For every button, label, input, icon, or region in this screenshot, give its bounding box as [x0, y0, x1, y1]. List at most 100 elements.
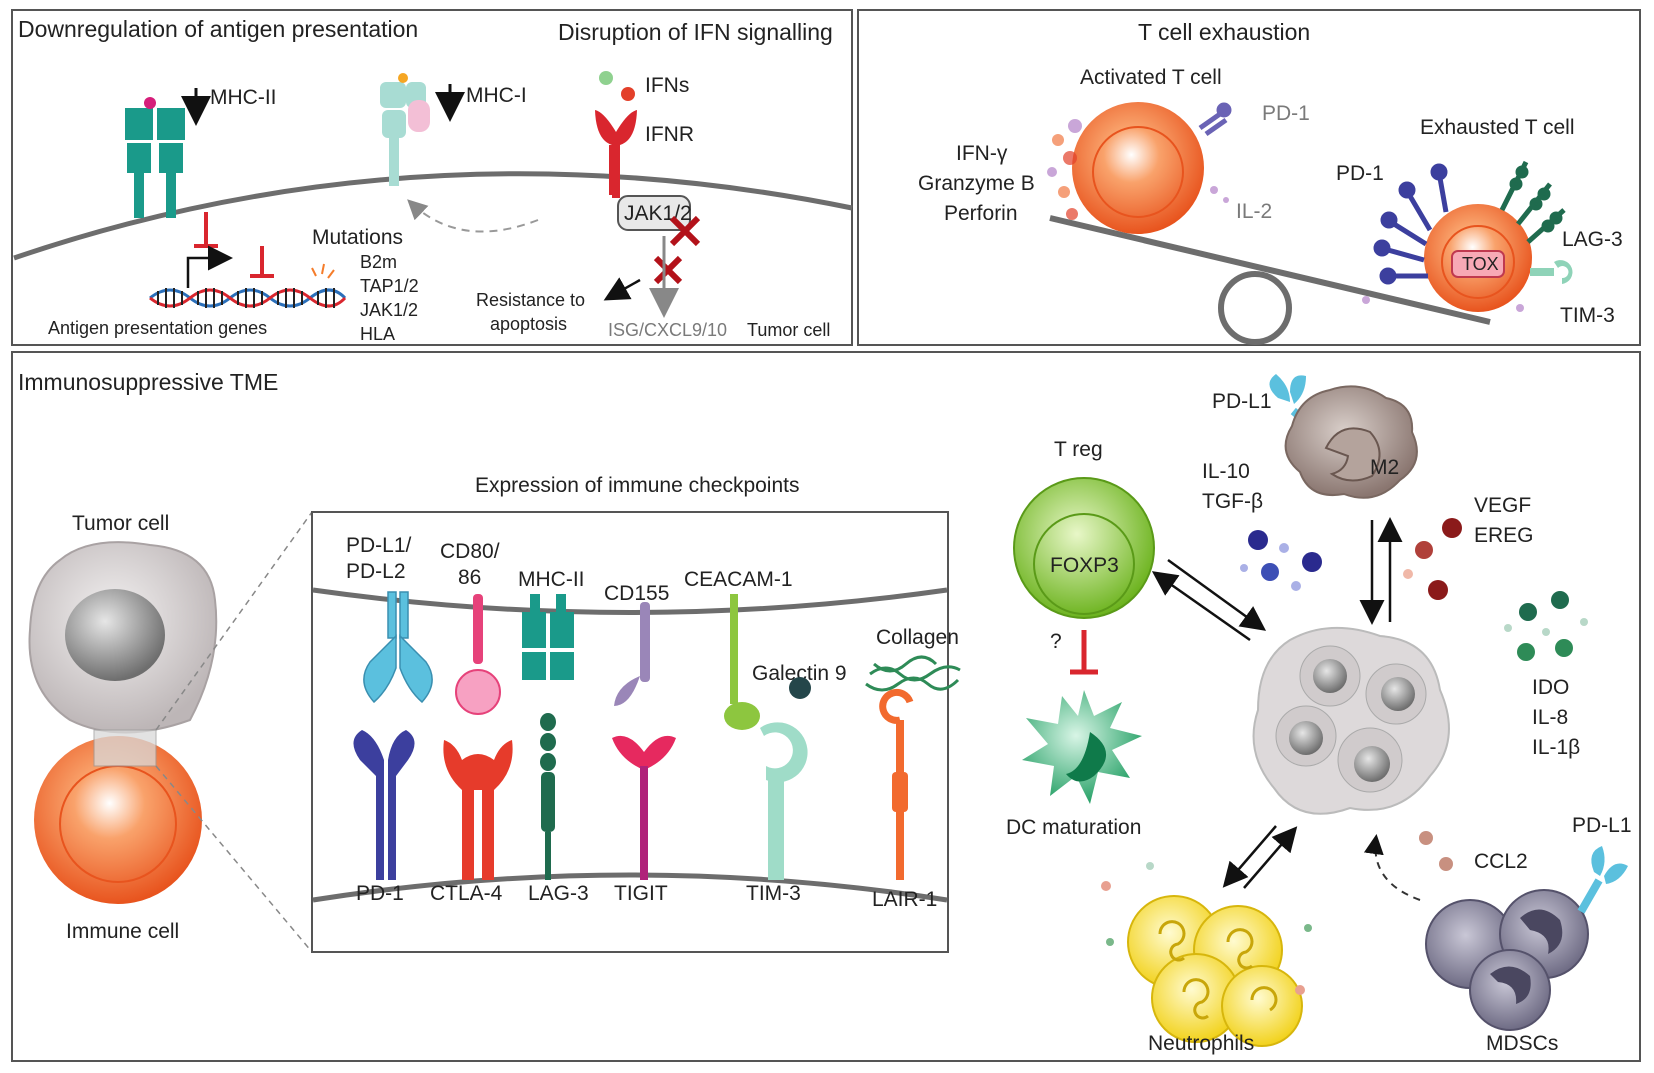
- immune-cell: [34, 736, 202, 904]
- pd1-receptor: [1198, 102, 1232, 137]
- label-dc: DC maturation: [1006, 816, 1141, 839]
- label-ifnr: IFNR: [645, 123, 694, 146]
- dendritic-cell: [1022, 690, 1142, 804]
- title-t-cell-exhaustion: T cell exhaustion: [1138, 19, 1310, 45]
- label-ereg: EREG: [1474, 524, 1534, 547]
- label-tim3: TIM-3: [1560, 304, 1615, 327]
- label-tox: TOX: [1462, 254, 1499, 274]
- label-lag3: LAG-3: [1562, 228, 1623, 251]
- arrow-treg-tumor: [1167, 558, 1267, 631]
- label-checkpoint-title: Expression of immune checkpoints: [475, 474, 800, 497]
- dna-helix: [149, 263, 347, 308]
- label-immune-cell: Immune cell: [66, 920, 179, 943]
- title-downregulation: Downregulation of antigen presentation: [18, 16, 418, 42]
- label-neutrophils: Neutrophils: [1148, 1032, 1254, 1055]
- tim3-receptor: [760, 722, 808, 880]
- mhc1-molecule: [380, 73, 430, 186]
- seesaw-pivot: [1218, 271, 1292, 345]
- cytokine-dots: [1240, 530, 1322, 591]
- zoom-line: [155, 765, 313, 953]
- label-il1b: IL-1β: [1532, 736, 1580, 759]
- cytokine-dot: [1362, 296, 1370, 304]
- panel-immunosuppressive-tme: Immunosuppressive TME Tumor cell Immune …: [11, 351, 1641, 1062]
- label-pd1: PD-1: [356, 882, 404, 905]
- label-ifns: IFNs: [645, 74, 689, 97]
- label-tigit: TIGIT: [614, 882, 668, 905]
- label-ccl2: CCL2: [1474, 850, 1528, 873]
- label-tumor-cell-c: Tumor cell: [72, 512, 169, 535]
- checkpoint-box: [311, 511, 949, 953]
- label-il2: IL-2: [1236, 200, 1272, 223]
- ceacam1-ligand: [724, 594, 760, 730]
- label-mhc2-ckpt: MHC-II: [518, 568, 585, 591]
- label-ido: IDO: [1532, 676, 1569, 699]
- inhibit-icon: [194, 212, 218, 248]
- activated-t-cell: [1072, 102, 1204, 234]
- label-mutations: Mutations: [312, 226, 403, 249]
- cytokine-label: Perforin: [944, 202, 1018, 225]
- mutation-item: B2m: [360, 252, 397, 272]
- panel-antigen-presentation: Downregulation of antigen presentation D…: [11, 9, 853, 346]
- tumor-cluster: [1252, 627, 1450, 815]
- cytokine-dots: [1047, 119, 1229, 220]
- cytokine-dot: [1516, 304, 1524, 312]
- dashed-arrow: [407, 199, 539, 233]
- inhibit-icon: [250, 246, 274, 278]
- tumor-membrane: [13, 171, 853, 261]
- ifn-particle: [621, 87, 635, 101]
- label-tim3-ckpt: TIM-3: [746, 882, 801, 905]
- cd80-ligand: [455, 594, 501, 715]
- arrow-neutrophil-tumor: [1243, 826, 1298, 889]
- lag3-receptor: [1499, 160, 1566, 244]
- label-mhc1: MHC-I: [466, 84, 527, 107]
- lair1-receptor: [879, 688, 914, 880]
- lag3-receptor: [540, 713, 556, 880]
- block-x-icon: [653, 255, 683, 285]
- mdsc-cluster: [1425, 889, 1589, 1031]
- label-ceacam1: CEACAM-1: [684, 568, 793, 591]
- promoter-arrow: [186, 245, 233, 288]
- dashed-arrow: [1363, 834, 1421, 901]
- treg-cell: [1013, 477, 1155, 619]
- arrow-tumor-treg: [1151, 571, 1251, 642]
- treg-nucleus: [1033, 513, 1135, 615]
- label-jak: JAK1/2: [624, 202, 692, 225]
- block-x-icon: [669, 215, 701, 247]
- label-cd80: CD80/: [440, 540, 500, 563]
- pdl1-ligand: [363, 591, 433, 704]
- label-pdl1-mdsc: PD-L1: [1572, 814, 1632, 837]
- tox-box: [1451, 250, 1505, 278]
- mhc2-molecule: [125, 97, 185, 218]
- arrow-tumor-neutrophil: [1222, 825, 1277, 888]
- label-exhausted: Exhausted T cell: [1420, 116, 1575, 139]
- label-treg: T reg: [1054, 438, 1103, 461]
- label-pd1-active: PD-1: [1262, 102, 1310, 125]
- exhausted-nucleus: [1441, 225, 1515, 299]
- title-tme: Immunosuppressive TME: [18, 369, 278, 395]
- label-lag3-ckpt: LAG-3: [528, 882, 589, 905]
- tim3-receptor: [1530, 260, 1573, 284]
- label-tumor-cell-a: Tumor cell: [747, 320, 830, 340]
- galectin9-dot: [789, 677, 811, 699]
- label-question: ?: [1050, 630, 1062, 653]
- neutrophil-cluster: [1127, 895, 1303, 1047]
- tigit-receptor: [612, 735, 676, 880]
- label-tgfb: TGF-β: [1202, 490, 1263, 513]
- pd1-receptor: [1373, 163, 1449, 285]
- cytokine-label: Granzyme B: [918, 172, 1035, 195]
- mhc2-ligand: [522, 594, 574, 680]
- ifnr-receptor: [595, 110, 637, 198]
- title-ifn-signalling: Disruption of IFN signalling: [558, 19, 833, 45]
- mutation-item: HLA: [360, 324, 395, 344]
- checkpoint-labels: PD-L1/ PD-L2 CD80/ 86 MHC-II CD155 CEACA…: [346, 534, 959, 911]
- label-isg: ISG/CXCL9/10: [608, 320, 727, 340]
- panel-t-cell-exhaustion: T cell exhaustion Activated T cell PD-1 …: [857, 9, 1641, 346]
- label-pdl1: PD-L1/: [346, 534, 412, 557]
- collagen-fibre: [865, 655, 961, 692]
- label-resistance-1: Resistance to: [476, 290, 585, 310]
- neutrophil-dots: [1101, 862, 1312, 995]
- bottom-membrane: [312, 872, 948, 903]
- label-mdscs: MDSCs: [1486, 1032, 1558, 1055]
- mutation-item: JAK1/2: [360, 300, 418, 320]
